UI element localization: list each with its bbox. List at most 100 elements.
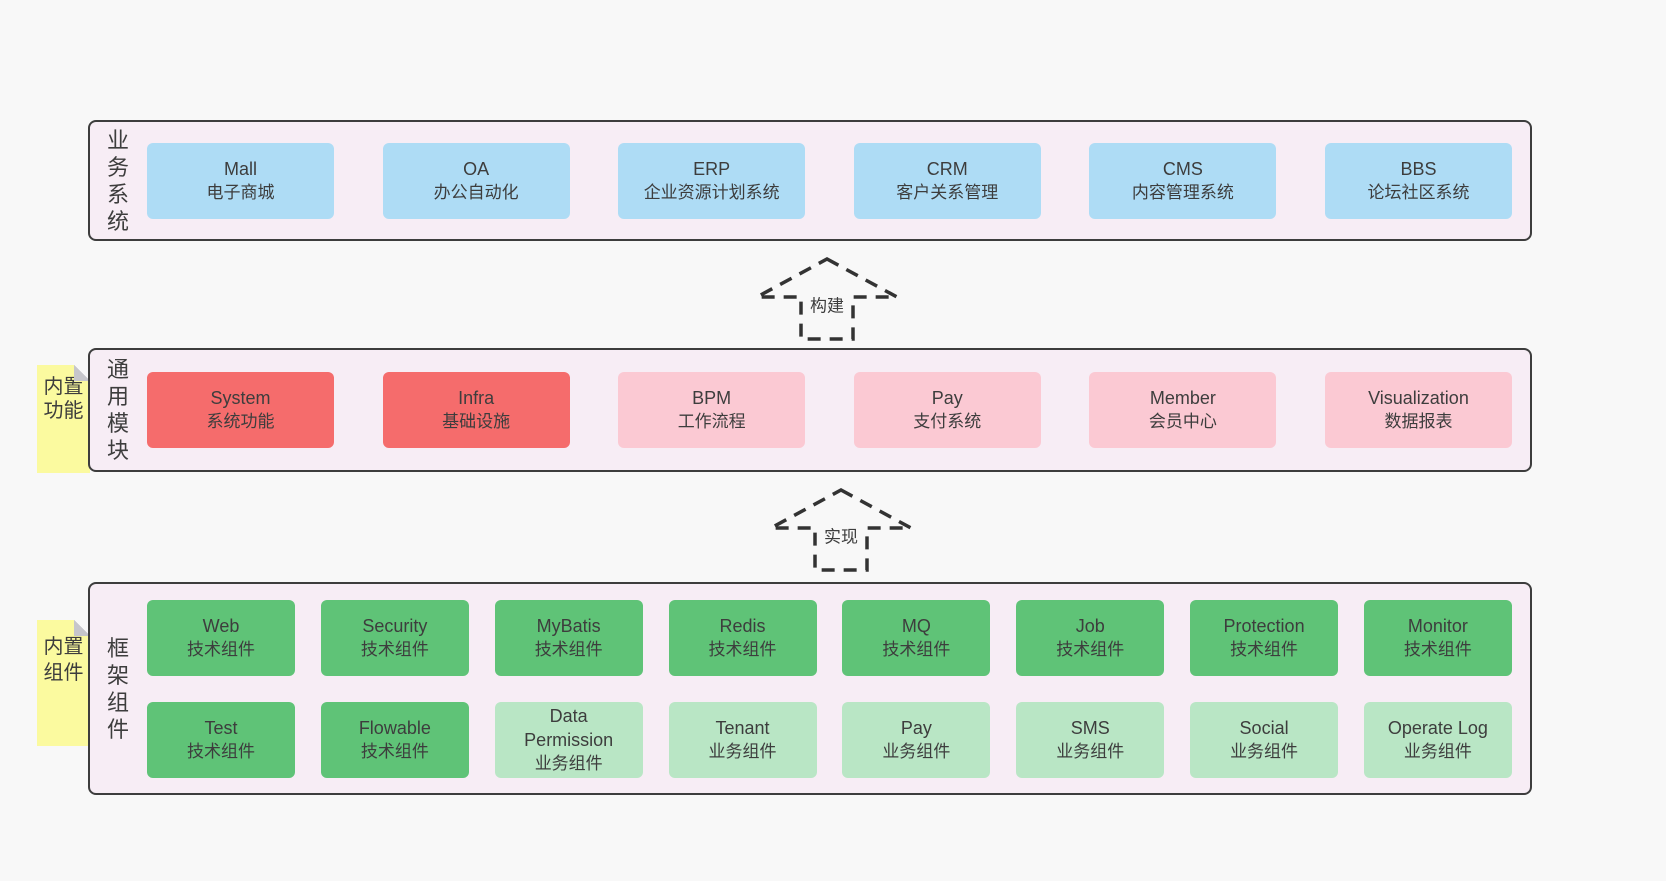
module-box-member: Member 会员中心 bbox=[1089, 372, 1277, 448]
module-name: Test bbox=[204, 717, 238, 738]
module-box-test: Test 技术组件 bbox=[147, 701, 295, 778]
module-box-cms: CMS 内容管理系统 bbox=[1089, 142, 1277, 219]
module-name: Web bbox=[202, 615, 240, 636]
implement-arrow-label: 实现 bbox=[821, 521, 861, 549]
sticky-note-built-in-features: 内置功能 bbox=[37, 365, 90, 473]
module-name: Tenant bbox=[715, 717, 770, 738]
module-box-system: System 系统功能 bbox=[147, 372, 334, 448]
module-description: 技术组件 bbox=[187, 639, 255, 659]
module-description: 技术组件 bbox=[187, 741, 255, 761]
layer-label-framework-components: 框架组件 bbox=[106, 635, 129, 742]
module-box-bpm: BPM 工作流程 bbox=[618, 372, 806, 448]
module-name: SMS bbox=[1070, 717, 1110, 738]
module-description: 工作流程 bbox=[677, 412, 746, 431]
module-name: Infra bbox=[458, 388, 495, 408]
module-name: CMS bbox=[1162, 158, 1203, 179]
module-description: 支付系统 bbox=[913, 412, 982, 431]
module-box-infra: Infra 基础设施 bbox=[382, 372, 570, 448]
module-name: Member bbox=[1149, 388, 1216, 408]
module-description: 客户关系管理 bbox=[896, 182, 999, 202]
module-name: Protection bbox=[1223, 615, 1305, 636]
module-description: 技术组件 bbox=[1403, 639, 1472, 659]
module-description: 系统功能 bbox=[206, 412, 275, 431]
module-name: Visualization bbox=[1368, 388, 1469, 408]
module-box-security: Security 技术组件 bbox=[320, 599, 469, 676]
module-description: 办公自动化 bbox=[433, 182, 519, 202]
module-name: Data Permission bbox=[524, 705, 614, 750]
layer-label-common-modules: 通用模块 bbox=[106, 357, 129, 463]
module-box-mq: MQ 技术组件 bbox=[842, 599, 991, 676]
module-row: Test 技术组件 Flowable 技术组件 Data Permission 业务组件 T… bbox=[147, 701, 1512, 778]
module-box-social: Social 业务组件 bbox=[1190, 701, 1339, 778]
layer-body: System 系统功能 Infra 基础设施 BPM 工作流程 Pay 支付系统 Member 会… bbox=[131, 350, 1530, 470]
module-description: 技术组件 bbox=[360, 639, 429, 659]
module-name: Pay bbox=[931, 388, 963, 408]
module-name: Flowable bbox=[358, 717, 431, 738]
build-arrow-label: 构建 bbox=[807, 290, 847, 318]
module-description: 企业资源计划系统 bbox=[643, 182, 780, 202]
module-box-job: Job 技术组件 bbox=[1016, 599, 1165, 676]
module-box-redis: Redis 技术组件 bbox=[668, 599, 817, 676]
module-name: Social bbox=[1239, 717, 1289, 738]
module-box-sms: SMS 业务组件 bbox=[1016, 701, 1165, 778]
build-arrow: 构建 bbox=[754, 256, 900, 342]
dashed-up-arrow-icon bbox=[756, 257, 898, 341]
module-box-visualization: Visualization 数据报表 bbox=[1324, 372, 1512, 448]
implement-arrow: 实现 bbox=[768, 487, 914, 573]
module-description: 电子商城 bbox=[206, 182, 275, 202]
module-name: Operate Log bbox=[1387, 717, 1488, 738]
module-description: 技术组件 bbox=[360, 741, 429, 761]
module-name: Monitor bbox=[1407, 615, 1468, 636]
module-name: Job bbox=[1075, 615, 1105, 636]
module-description: 业务组件 bbox=[1230, 741, 1299, 761]
module-name: Security bbox=[362, 615, 428, 636]
module-description: 业务组件 bbox=[882, 741, 951, 761]
module-name: Pay bbox=[900, 717, 932, 738]
module-box-pay: Pay 业务组件 bbox=[842, 701, 991, 778]
module-description: 基础设施 bbox=[442, 412, 511, 431]
module-description: 业务组件 bbox=[1403, 741, 1472, 761]
layer-label-business-systems: 业务系统 bbox=[106, 127, 129, 234]
module-name: OA bbox=[463, 158, 490, 179]
module-box-crm: CRM 客户关系管理 bbox=[853, 142, 1041, 219]
module-box-monitor: Monitor 技术组件 bbox=[1363, 599, 1512, 676]
dashed-up-arrow-icon bbox=[770, 488, 912, 572]
module-description: 技术组件 bbox=[708, 639, 777, 659]
module-description: 技术组件 bbox=[1230, 639, 1299, 659]
module-description: 业务组件 bbox=[1056, 741, 1125, 761]
module-row: System 系统功能 Infra 基础设施 BPM 工作流程 Pay 支付系统 Member 会… bbox=[147, 372, 1512, 448]
module-box-pay: Pay 支付系统 bbox=[853, 372, 1041, 448]
module-name: System bbox=[210, 388, 271, 408]
module-description: 技术组件 bbox=[882, 639, 951, 659]
module-box-operate-log: Operate Log 业务组件 bbox=[1363, 701, 1512, 778]
module-description: 论坛社区系统 bbox=[1367, 182, 1470, 202]
module-description: 技术组件 bbox=[1056, 639, 1125, 659]
module-description: 内容管理系统 bbox=[1131, 182, 1234, 202]
module-name: BBS bbox=[1400, 158, 1437, 179]
module-description: 数据报表 bbox=[1384, 412, 1453, 431]
module-box-bbs: BBS 论坛社区系统 bbox=[1324, 142, 1512, 219]
module-name: BPM bbox=[692, 388, 732, 408]
module-description: 会员中心 bbox=[1148, 412, 1217, 431]
module-box-oa: OA 办公自动化 bbox=[382, 142, 570, 219]
sticky-note-built-in-components: 内置组件 bbox=[37, 620, 90, 746]
module-box-web: Web 技术组件 bbox=[147, 599, 295, 676]
module-description: 技术组件 bbox=[534, 639, 603, 659]
module-box-flowable: Flowable 技术组件 bbox=[320, 701, 469, 778]
module-name: CRM bbox=[926, 158, 968, 179]
module-box-data-permission: Data Permission 业务组件 bbox=[494, 701, 643, 778]
module-description: 业务组件 bbox=[534, 753, 603, 773]
module-name: MQ bbox=[901, 615, 931, 636]
module-name: Redis bbox=[719, 615, 766, 636]
